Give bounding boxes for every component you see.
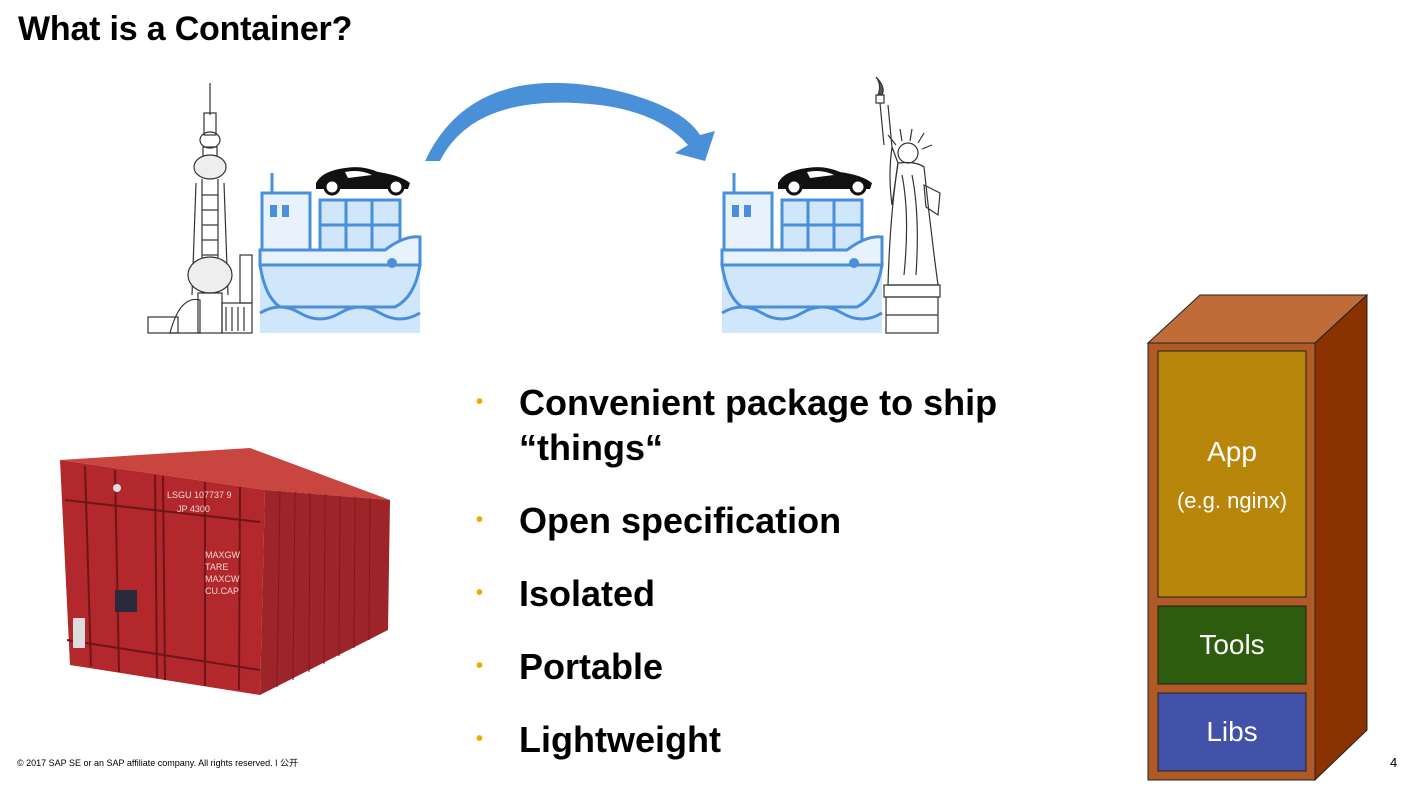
copyright-footer: © 2017 SAP SE or an SAP affiliate compan… bbox=[17, 758, 298, 768]
svg-text:LSGU 107737 9: LSGU 107737 9 bbox=[167, 490, 232, 500]
bullet-text: Open specification bbox=[519, 500, 842, 541]
svg-text:MAXGW: MAXGW bbox=[205, 550, 241, 560]
tv-tower-icon bbox=[147, 83, 253, 334]
libs-layer-label: Libs bbox=[1206, 716, 1258, 747]
page-number: 4 bbox=[1390, 755, 1398, 770]
svg-text:CU.CAP: CU.CAP bbox=[205, 586, 239, 596]
feature-bullet-list: • Convenient package to ship “things“ • Op… bbox=[476, 380, 1076, 790]
sports-car-icon bbox=[316, 167, 410, 196]
shipping-container-image: LSGU 107737 9 JP 4300 MAXGW TARE MAXCW C… bbox=[60, 448, 390, 695]
curved-arrow-icon bbox=[425, 82, 715, 161]
shipping-scene bbox=[147, 76, 941, 334]
libs-layer bbox=[1157, 692, 1307, 772]
list-item: • Lightweight bbox=[476, 717, 1076, 762]
bullet-dot-icon: • bbox=[476, 391, 484, 413]
cargo-ship-icon bbox=[720, 173, 884, 333]
container-box-icon bbox=[1146, 293, 1369, 782]
tools-layer bbox=[1157, 605, 1307, 685]
statue-of-liberty-icon bbox=[875, 76, 941, 334]
app-layer bbox=[1157, 350, 1307, 598]
container-layers-diagram: App (e.g. nginx) Tools Libs bbox=[1145, 293, 1370, 783]
list-item: • Open specification bbox=[476, 498, 1076, 543]
bullet-text: Portable bbox=[519, 646, 664, 687]
svg-text:JP 4300: JP 4300 bbox=[177, 504, 210, 514]
tools-layer-label: Tools bbox=[1199, 629, 1265, 660]
bullet-dot-icon: • bbox=[476, 655, 484, 677]
sports-car-icon bbox=[778, 167, 872, 196]
bullet-text: Isolated bbox=[519, 573, 656, 614]
bullet-dot-icon: • bbox=[476, 509, 484, 531]
svg-text:TARE: TARE bbox=[205, 562, 228, 572]
cargo-ship-icon bbox=[258, 173, 422, 333]
bullet-text: Convenient package to ship “things“ bbox=[519, 382, 998, 468]
slide-title: What is a Container? bbox=[18, 10, 353, 48]
bullet-dot-icon: • bbox=[476, 582, 484, 604]
bullet-dot-icon: • bbox=[476, 728, 484, 750]
bullet-text: Lightweight bbox=[519, 719, 721, 760]
list-item: • Portable bbox=[476, 644, 1076, 689]
list-item: • Convenient package to ship “things“ bbox=[476, 380, 1076, 470]
svg-text:MAXCW: MAXCW bbox=[205, 574, 240, 584]
app-layer-sublabel: (e.g. nginx) bbox=[1176, 488, 1288, 513]
app-layer-label: App bbox=[1207, 436, 1257, 467]
list-item: • Isolated bbox=[476, 571, 1076, 616]
